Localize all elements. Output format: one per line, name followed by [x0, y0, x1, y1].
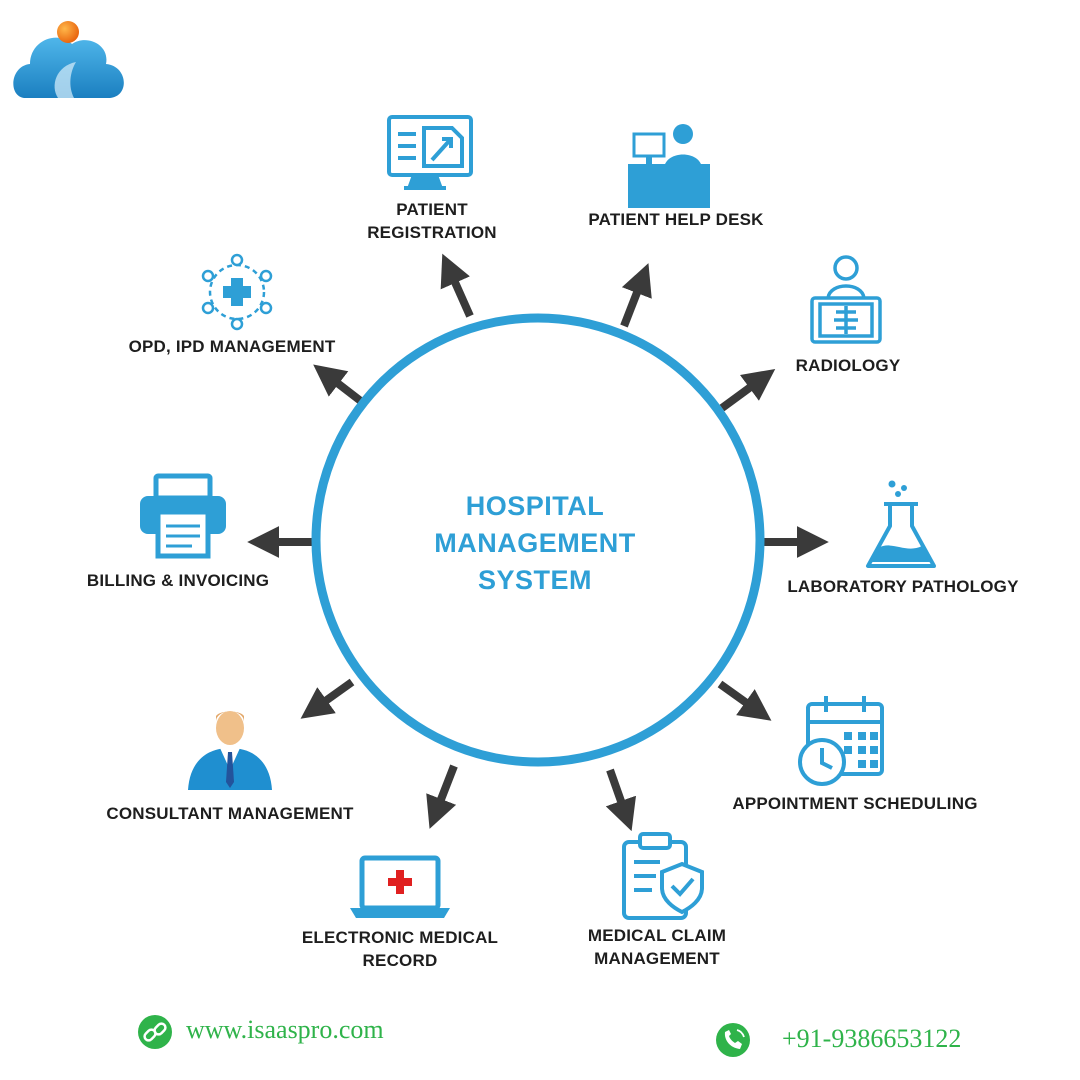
printer-icon — [140, 473, 226, 559]
xray-icon — [810, 255, 882, 344]
arrow-patient-help-desk — [620, 263, 652, 328]
phone-number[interactable]: +91-9386653122 — [782, 1024, 962, 1053]
arrows — [247, 253, 829, 832]
link-icon — [138, 1015, 172, 1049]
help-desk-icon — [628, 124, 710, 208]
flask-icon — [866, 480, 936, 568]
medical-network-icon — [201, 253, 273, 331]
arrow-appointment-scheduling — [717, 680, 772, 721]
arrow-radiology — [719, 368, 776, 412]
label-patient-help-desk: PATIENT HELP DESK — [588, 210, 764, 229]
center-title: HOSPITAL MANAGEMENT SYSTEM — [434, 491, 636, 595]
arrow-electronic-medical-record — [426, 764, 458, 829]
label-opd-ipd-management: OPD, IPD MANAGEMENT — [128, 337, 336, 356]
cloud-logo-icon — [13, 21, 124, 98]
arrow-medical-claim-management — [605, 768, 637, 832]
label-radiology: RADIOLOGY — [795, 356, 901, 375]
clipboard-shield-icon — [622, 832, 704, 920]
consultant-icon — [188, 711, 272, 790]
label-consultant-management: CONSULTANT MANAGEMENT — [106, 804, 354, 823]
calendar-clock-icon — [798, 696, 884, 786]
website-link[interactable]: www.isaaspro.com — [186, 1015, 384, 1044]
arrow-consultant-management — [300, 678, 355, 719]
arrow-opd-ipd-management — [313, 364, 365, 406]
monitor-document-icon — [387, 115, 473, 190]
arrow-patient-registration — [440, 253, 474, 318]
phone-icon — [716, 1023, 750, 1057]
label-laboratory-pathology: LABORATORY PATHOLOGY — [787, 577, 1019, 596]
center-ring — [311, 313, 765, 767]
label-appointment-scheduling: APPOINTMENT SCHEDULING — [732, 794, 978, 813]
label-billing-invoicing: BILLING & INVOICING — [86, 571, 270, 590]
laptop-medical-icon — [350, 855, 450, 918]
